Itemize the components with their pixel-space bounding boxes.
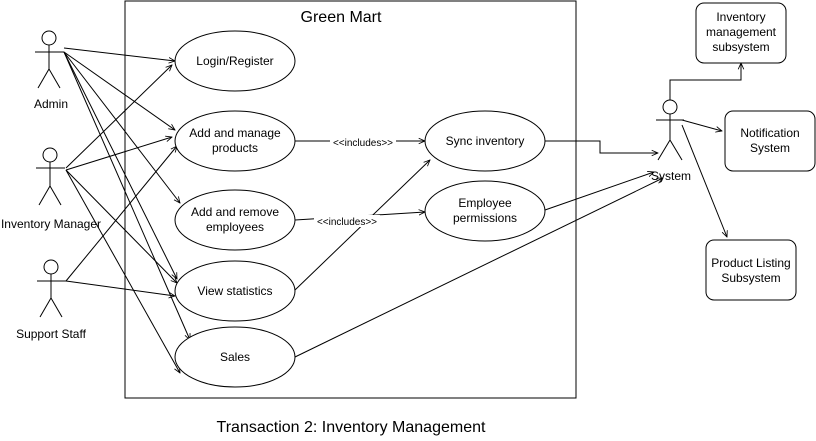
subsystem-notification[interactable]: Notification System [724, 110, 816, 172]
use-case-sync-inventory[interactable]: Sync inventory [424, 110, 546, 172]
admin-to-sales [63, 51, 190, 340]
permissions-to-system [544, 172, 654, 211]
includes-labels: <<includes>> <<includes>> [314, 136, 396, 228]
actor-inventory-manager[interactable] [36, 147, 65, 206]
use-case-label-line1: Employee [458, 196, 512, 210]
subsystem-label-line3: subsystem [712, 40, 769, 54]
use-case-employee-permissions[interactable]: Employee permissions [424, 180, 546, 242]
invmgr-to-view-statistics [65, 169, 177, 283]
admin-to-add-products [63, 51, 175, 130]
actor-support-staff-label: Support Staff [16, 327, 86, 341]
system-to-product-listing [681, 124, 727, 237]
actor-support-staff[interactable] [37, 259, 66, 318]
use-case-label: Login/Register [196, 54, 273, 68]
invmgr-to-login [65, 65, 172, 169]
associations [63, 47, 741, 373]
diagram-caption: Transaction 2: Inventory Management [217, 419, 486, 436]
use-case-label: Sales [220, 350, 250, 364]
use-case-label-line1: Add and manage [189, 126, 281, 140]
admin-to-view-statistics [63, 51, 177, 279]
use-case-label-line2: permissions [453, 211, 517, 225]
sales-to-system [294, 178, 663, 358]
sync-to-system [545, 140, 658, 153]
actor-admin[interactable] [35, 30, 64, 89]
use-case-label-line1: Add and remove [191, 205, 279, 219]
admin-to-login [63, 47, 175, 61]
subsystem-label-line2: System [750, 141, 790, 155]
use-case-label: View statistics [197, 284, 272, 298]
subsystem-inventory-management[interactable]: Inventory management subsystem [695, 2, 787, 64]
actor-system-label: System [651, 169, 691, 183]
system-to-notification [681, 119, 722, 131]
subsystem-label-line1: Product Listing [711, 256, 790, 270]
use-case-view-statistics[interactable]: View statistics [174, 260, 296, 322]
subsystem-label-line1: Notification [740, 126, 799, 140]
subsystem-label-line1: Inventory [716, 10, 765, 24]
includes-label-permissions: <<includes>> [317, 217, 377, 228]
subsystem-product-listing[interactable]: Product Listing Subsystem [705, 239, 797, 301]
use-case-add-employees[interactable]: Add and remove employees [174, 189, 296, 251]
use-case-sales[interactable]: Sales [174, 326, 296, 388]
admin-to-add-employees [63, 51, 180, 203]
support-to-add-products [65, 146, 177, 282]
actor-system[interactable] [656, 99, 684, 161]
support-to-view-statistics [65, 280, 175, 296]
subsystem-label-line2: management [706, 25, 777, 39]
invmgr-to-sales [65, 169, 180, 373]
includes-label-sync: <<includes>> [333, 138, 393, 149]
actor-admin-label: Admin [34, 97, 68, 111]
invmgr-to-add-products [65, 137, 172, 171]
system-title: Green Mart [301, 9, 382, 26]
subsystem-label-line2: Subsystem [721, 271, 780, 285]
use-case-label-line2: employees [206, 220, 264, 234]
use-case-label: Sync inventory [446, 134, 525, 148]
system-to-inventory-subsystem [669, 63, 741, 100]
use-case-label-line2: products [212, 141, 258, 155]
use-case-add-products[interactable]: Add and manage products [174, 110, 296, 172]
use-case-login[interactable]: Login/Register [174, 30, 296, 92]
actor-inventory-manager-label: Inventory Manager [1, 217, 101, 231]
